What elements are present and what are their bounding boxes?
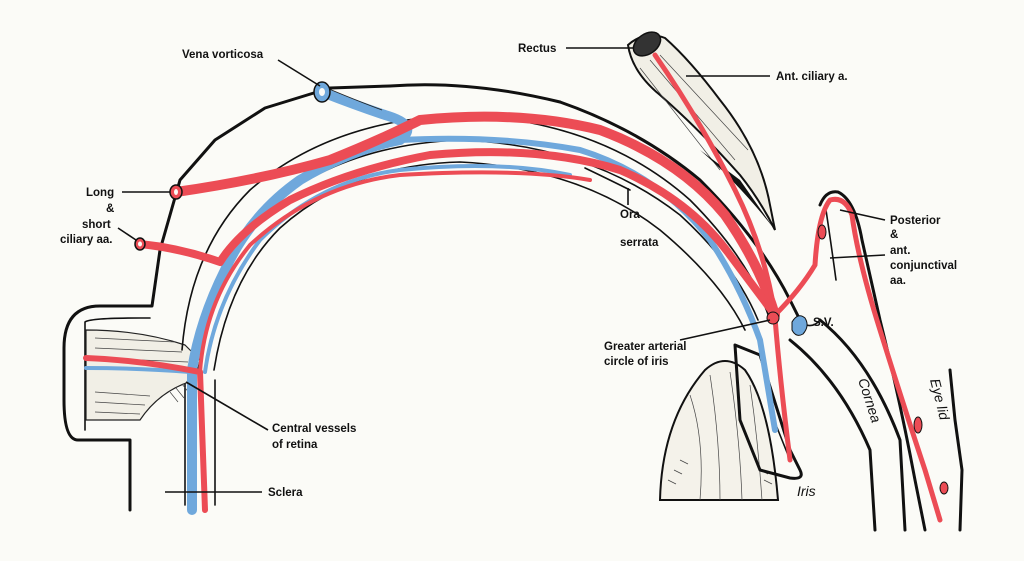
label-aa: aa. <box>890 275 906 287</box>
leader-greater-arterial <box>679 319 771 341</box>
label-vena-vorticosa: Vena vorticosa <box>182 49 264 61</box>
cornea-outline <box>558 100 907 532</box>
label-circle-of-iris: circle of iris <box>604 356 669 368</box>
vessel-cut-ends <box>134 81 808 336</box>
label-of-retina: of retina <box>272 439 318 451</box>
eyelid-vessel-section <box>913 416 923 434</box>
greater-arterial-circle <box>766 311 780 325</box>
iris-artery <box>772 315 793 463</box>
label-amp-2: & <box>890 229 898 241</box>
leader-lines <box>117 47 886 493</box>
arteries <box>83 52 949 523</box>
long-ciliary-artery <box>171 111 780 320</box>
label-central-vessels: Central vessels <box>272 423 356 435</box>
leader-conjunctival-1 <box>839 209 886 221</box>
eyelid-outline <box>818 190 964 532</box>
leader-short-ciliary <box>117 227 137 241</box>
short-ciliary-artery <box>136 148 779 319</box>
label-ant-ciliary: Ant. ciliary a. <box>776 71 848 83</box>
label-sv: S.V. <box>813 317 834 329</box>
label-short: short <box>82 219 111 231</box>
label-serrata: serrata <box>620 237 659 249</box>
leader-central-vessels <box>185 381 269 431</box>
vena-vorticosa-vein <box>187 87 413 515</box>
label-iris: Iris <box>797 483 816 499</box>
label-rectus: Rectus <box>518 43 556 55</box>
central-retinal-artery <box>83 355 208 513</box>
label-greater-arterial: Greater arterial <box>604 341 686 353</box>
label-amp-1: & <box>106 203 114 215</box>
label-long: Long <box>86 187 114 199</box>
label-eye-lid: Eye lid <box>927 377 953 423</box>
schlemm-canal <box>791 315 808 336</box>
retina-vein-inner <box>203 164 572 374</box>
label-conjunctival: conjunctival <box>890 260 957 272</box>
lens <box>658 360 780 501</box>
label-ant: ant. <box>890 245 910 257</box>
retina-artery-inner <box>198 170 592 374</box>
optic-nerve-outline <box>62 83 562 512</box>
conjunctival-vessel-section-1 <box>817 224 827 240</box>
label-sclera: Sclera <box>268 487 303 499</box>
label-ora: Ora <box>620 209 640 221</box>
label-cornea: Cornea <box>855 376 884 425</box>
central-retinal-vein <box>84 366 192 374</box>
anterior-ciliary-artery <box>652 52 778 318</box>
eyelid-vessel-section-2 <box>939 481 949 495</box>
leader-conjunctival-2 <box>829 254 886 259</box>
leader-vena-vorticosa <box>277 59 321 87</box>
label-posterior: Posterior <box>890 215 941 227</box>
label-ciliary-aa: ciliary aa. <box>60 234 112 246</box>
